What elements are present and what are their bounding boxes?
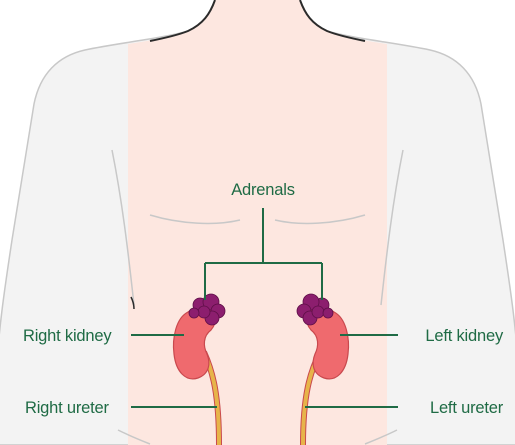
left-ureter-label: Left ureter (430, 399, 504, 417)
right-kidney-label: Right kidney (23, 327, 112, 345)
torso-highlight (128, 0, 387, 445)
left-kidney-label: Left kidney (425, 327, 504, 345)
adrenals-label: Adrenals (231, 181, 295, 199)
right-ureter-label: Right ureter (25, 399, 110, 417)
